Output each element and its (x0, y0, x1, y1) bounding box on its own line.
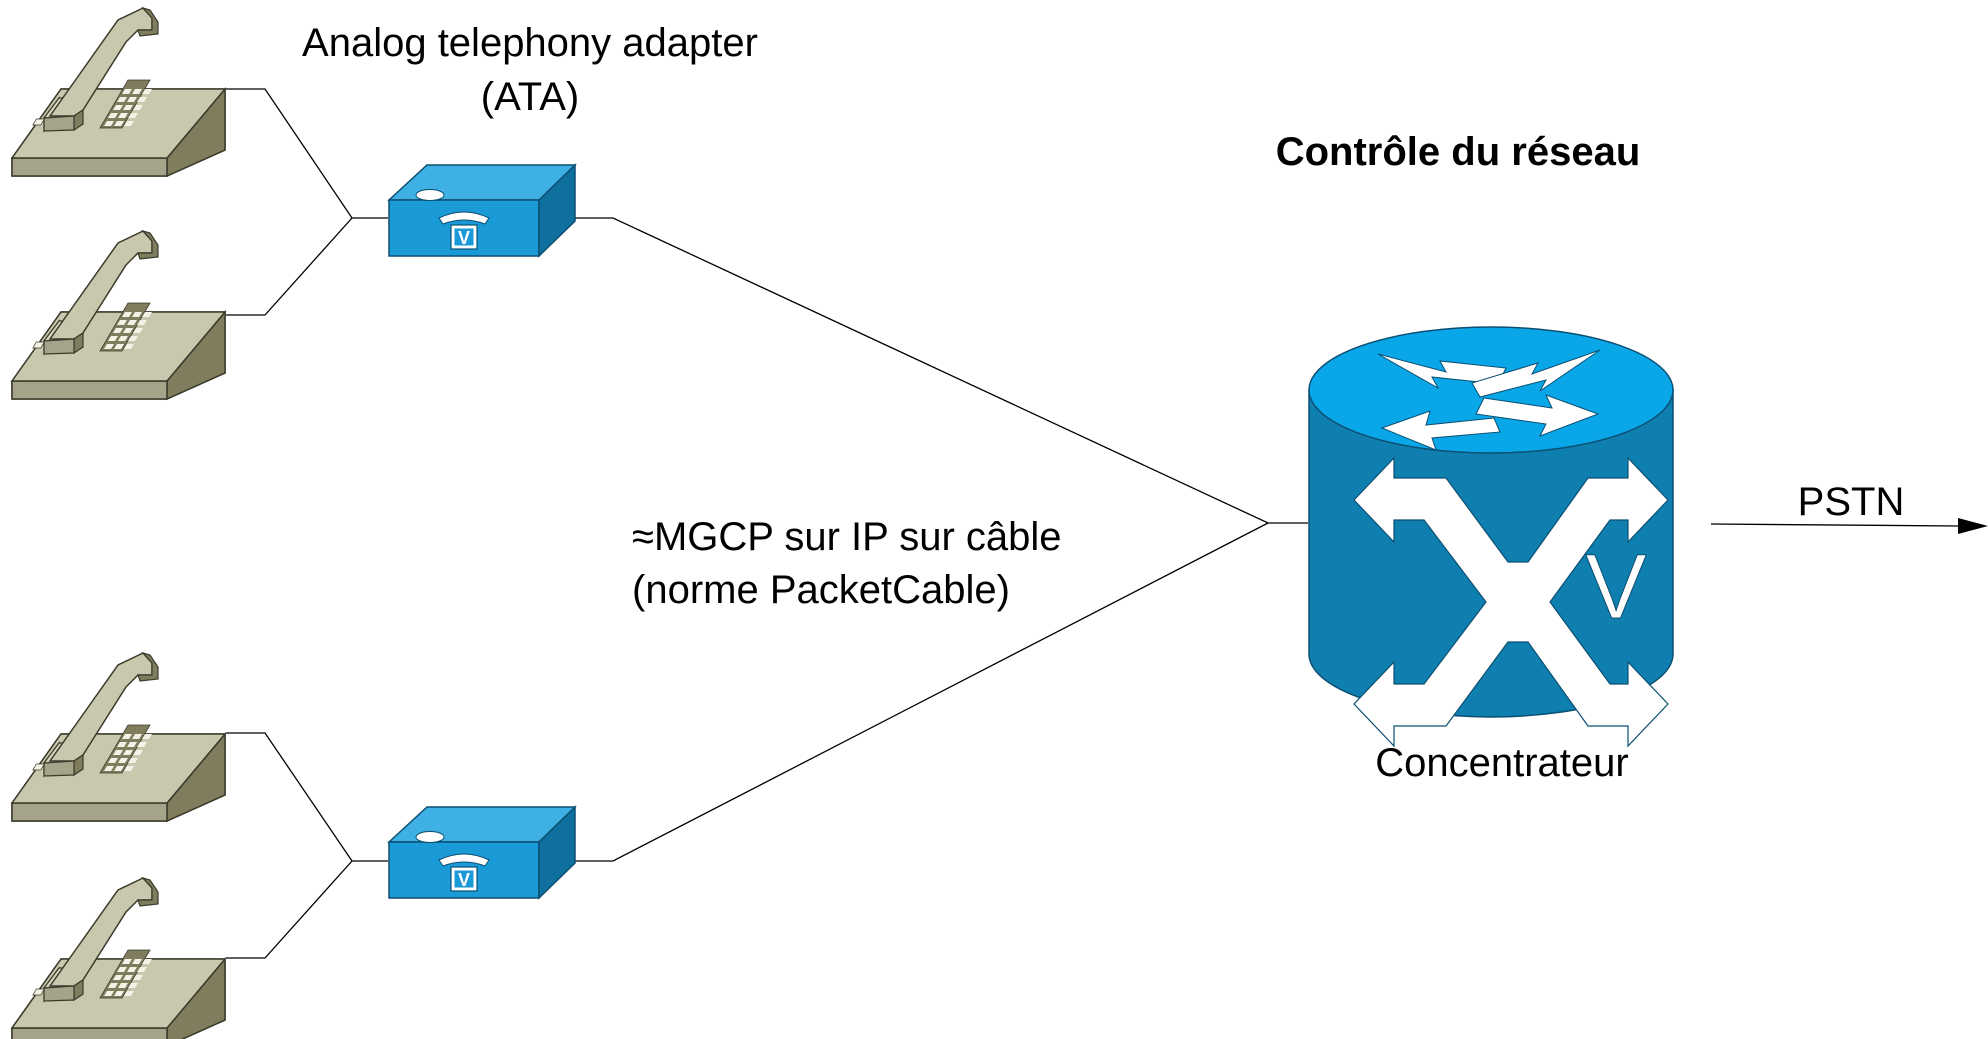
telephone-icon (11, 7, 226, 177)
phone2-to-ata1-link (226, 217, 353, 316)
protocol-label-line2: (norme PacketCable) (632, 568, 1010, 612)
network-control-label: Contrôle du réseau (1276, 130, 1641, 174)
pstn-link (1710, 523, 1959, 527)
concentrator-label: Concentrateur (1375, 741, 1628, 785)
ata-label-line1: Analog telephony adapter (302, 21, 758, 65)
phone1-to-ata1-link (226, 88, 388, 219)
switch-badge-letter: V (1585, 536, 1646, 638)
connection-lines (226, 88, 1959, 959)
pstn-arrowhead (1958, 518, 1988, 534)
ata-label-line2: (ATA) (481, 75, 580, 119)
ata-device-icon (388, 806, 576, 899)
ata1-to-concentrator-link (575, 217, 1308, 524)
voice-switch-icon: V (1308, 326, 1674, 748)
telephone-icon (11, 652, 226, 822)
pstn-label: PSTN (1798, 480, 1905, 524)
phone4-to-ata2-link (226, 860, 353, 959)
phone3-to-ata2-link (226, 732, 388, 862)
ata2-to-concentrator-link (575, 522, 1269, 862)
ata-device-icon (388, 164, 576, 257)
telephone-icon (11, 877, 226, 1039)
telephone-icon (11, 230, 226, 400)
protocol-label-line1: ≈MGCP sur IP sur câble (632, 515, 1062, 559)
